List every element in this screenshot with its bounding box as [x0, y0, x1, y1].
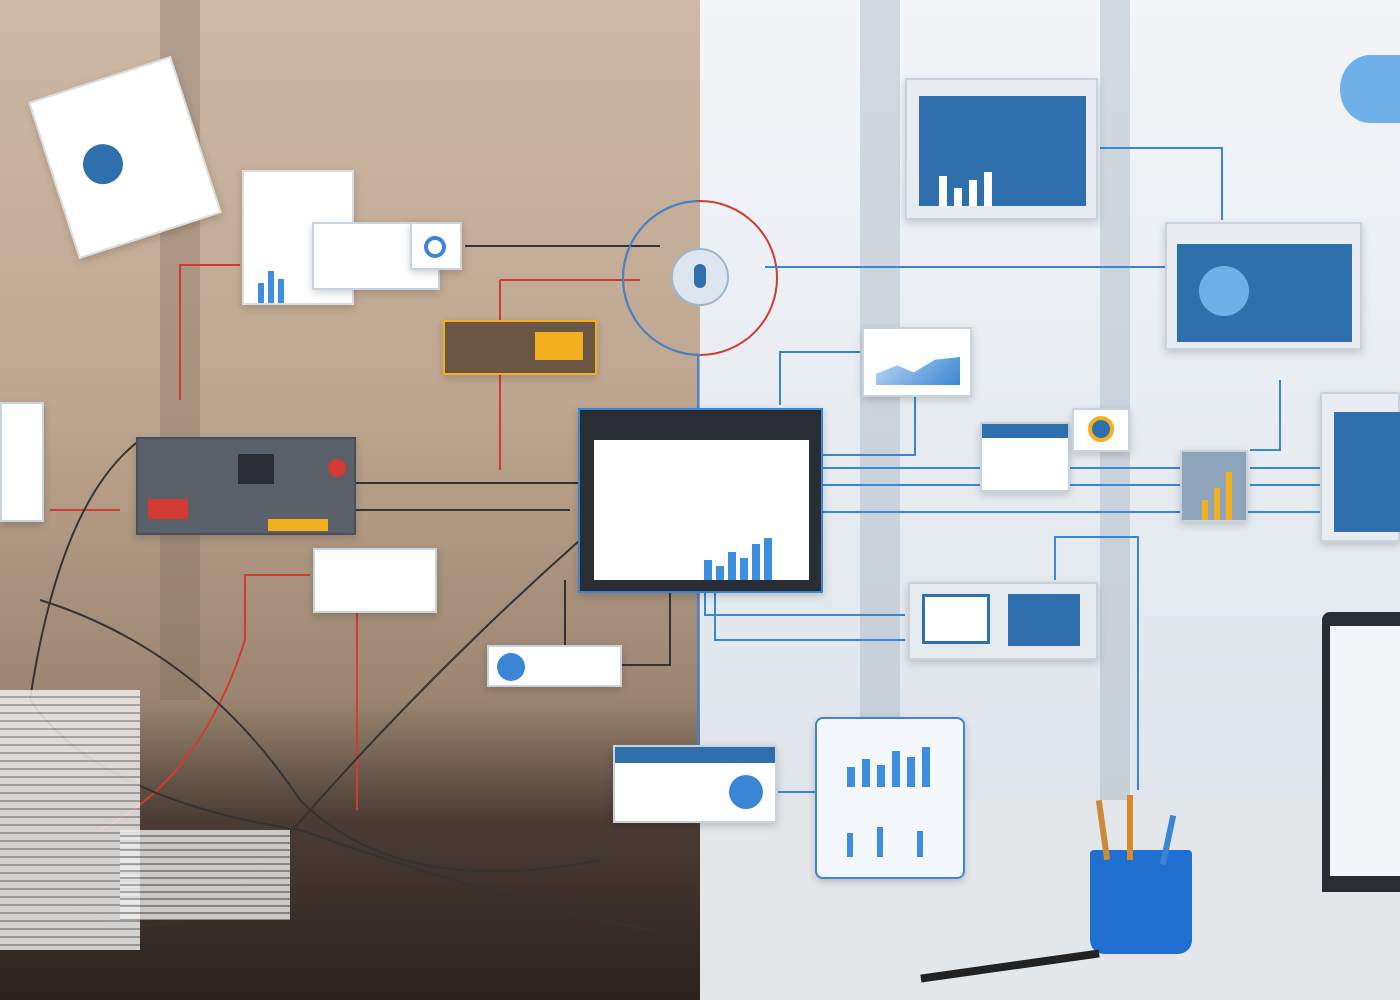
communication-card — [613, 745, 777, 823]
gauge-icon — [424, 236, 446, 258]
gauge-card — [410, 222, 462, 270]
growth-chart-card — [1180, 450, 1248, 522]
window-frame — [1100, 0, 1130, 800]
central-dashboard-monitor — [578, 408, 823, 593]
chat-icon — [729, 775, 763, 809]
mini-dashboard-card — [313, 548, 437, 613]
area-chart-card — [862, 327, 972, 397]
paper-stack — [120, 830, 290, 920]
hub-icon — [671, 248, 729, 306]
bar-chart-icon — [535, 332, 583, 360]
cloud-icon — [1008, 594, 1080, 646]
pencil-cup-icon — [1090, 850, 1192, 954]
orange-chart-card — [443, 320, 597, 375]
pie-chart-icon — [77, 138, 129, 190]
globe-icon — [1340, 55, 1400, 123]
analytics-monitor — [905, 78, 1098, 220]
notification-card — [487, 645, 622, 687]
network-monitor — [1320, 392, 1400, 542]
partial-document — [0, 402, 44, 522]
report-monitor — [1165, 222, 1362, 350]
charts-panel — [815, 717, 965, 879]
laptop — [1322, 612, 1400, 892]
circuit-board — [136, 437, 356, 535]
gauge-icon — [1088, 416, 1114, 442]
window-frame — [860, 0, 900, 800]
laptop-cloud-card — [908, 582, 1098, 660]
pencil — [1127, 795, 1133, 860]
document-card — [980, 422, 1070, 492]
gauge-card — [1072, 408, 1130, 452]
paper-stack — [0, 690, 140, 950]
pie-chart-icon — [1199, 266, 1249, 316]
share-icon — [497, 653, 525, 681]
